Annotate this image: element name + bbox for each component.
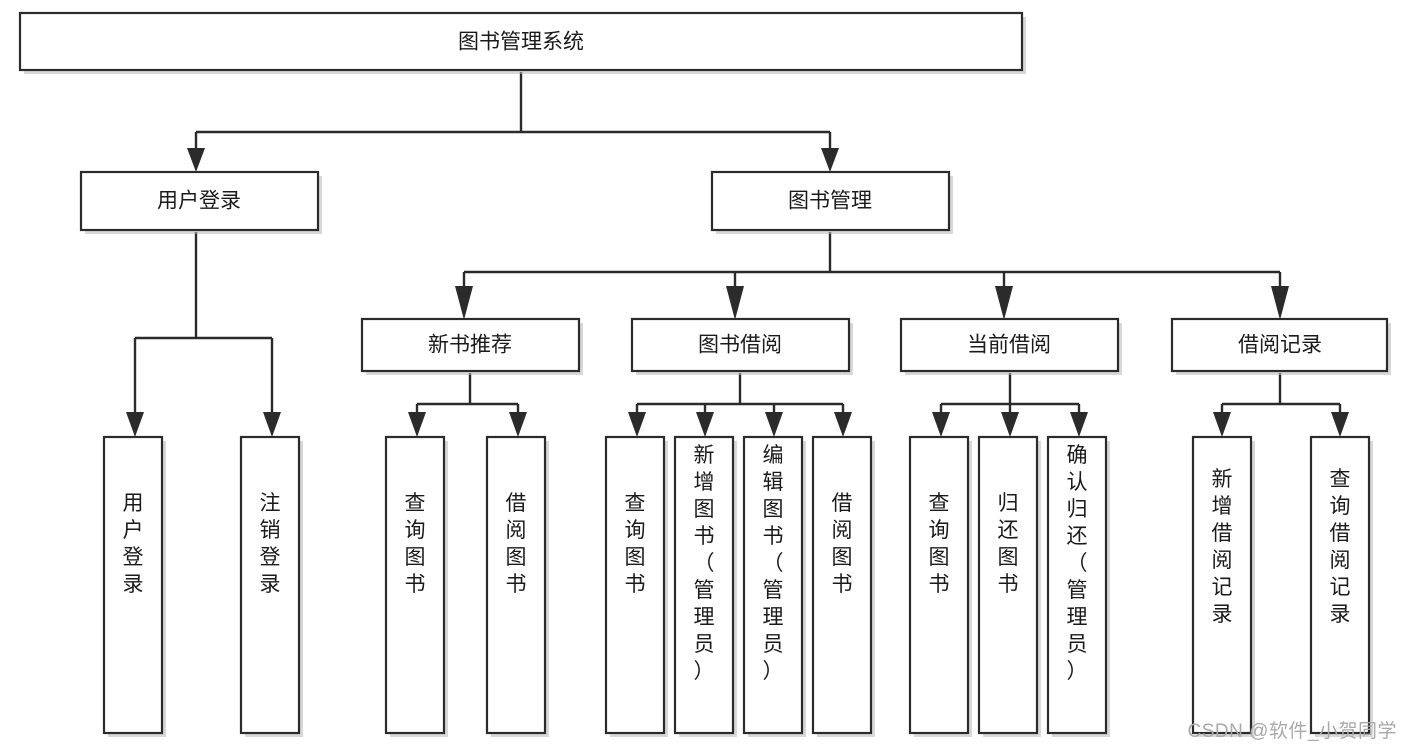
- leaf-borrow-book-borrow[interactable]: 借阅图书: [811, 435, 875, 737]
- arrow-leaf-query-book-a: [408, 412, 426, 437]
- leaf-query-borrow-record[interactable]: 查询借阅记录: [1309, 435, 1373, 737]
- arrow-leaf-edit-book: [765, 412, 783, 437]
- node-book-borrow[interactable]: 图书借阅: [630, 317, 853, 375]
- leaf-query-record-label: 查询借阅记录: [1330, 468, 1351, 626]
- root-label: 图书管理系统: [458, 31, 584, 54]
- leaf-qb-b-label: 查询图书: [625, 492, 646, 596]
- leaf-bb-b-label: 借阅图书: [832, 492, 853, 596]
- arrow-leaf-confirm-return: [1070, 412, 1088, 437]
- leaf-add-record-box: [1191, 435, 1253, 735]
- leaf-query-book-borrow[interactable]: 查询图书: [604, 435, 668, 737]
- leaf-return-book[interactable]: 归还图书: [977, 435, 1041, 737]
- borrow-record-box: [1170, 317, 1389, 373]
- node-user-login[interactable]: 用户登录: [79, 170, 322, 234]
- connector-layer: [126, 72, 1349, 437]
- arrow-leaf-borrow-book-a: [509, 412, 527, 437]
- arrow-to-book-manage: [821, 148, 839, 172]
- leaf-user-login-box: [102, 435, 164, 735]
- leaf-edit-book[interactable]: 编辑图书（管理员）: [742, 435, 806, 737]
- arrow-to-current-borrow: [995, 286, 1013, 320]
- leaf-logout-label: 注销登录: [260, 492, 281, 596]
- node-borrow-record[interactable]: 借阅记录: [1170, 317, 1391, 375]
- leaf-add-record-label: 新增借阅记录: [1212, 468, 1233, 626]
- leaf-bb-a-box: [485, 435, 547, 735]
- current-borrow-box: [899, 317, 1120, 373]
- root-box: [18, 11, 1024, 72]
- leaf-borrow-book-recommend[interactable]: 借阅图书: [485, 435, 549, 737]
- book-manage-label: 图书管理: [788, 190, 872, 213]
- leaf-user-login[interactable]: 用户登录: [102, 435, 166, 737]
- leaf-add-book-box: [673, 435, 735, 735]
- leaf-qb-a-label: 查询图书: [405, 492, 426, 596]
- arrow-leaf-return-book: [1001, 412, 1019, 437]
- leaf-query-record-box: [1309, 435, 1371, 735]
- leaf-bb-b-box: [811, 435, 873, 735]
- leaf-qb-c-box: [908, 435, 970, 735]
- node-new-book-recommend[interactable]: 新书推荐: [360, 317, 583, 375]
- leaf-add-borrow-record[interactable]: 新增借阅记录: [1191, 435, 1255, 737]
- leaf-edit-book-box: [742, 435, 804, 735]
- arrow-leaf-query-book-b: [628, 412, 646, 437]
- leaf-user-login-label: 用户登录: [123, 492, 144, 596]
- leaf-confirm-return-label: 确认归还（管理员）: [1067, 444, 1088, 683]
- arrow-leaf-add-book: [696, 412, 714, 437]
- leaf-edit-book-label: 编辑图书（管理员）: [763, 444, 784, 683]
- node-current-borrow[interactable]: 当前借阅: [899, 317, 1122, 375]
- book-manage-box: [710, 170, 951, 232]
- arrow-to-new-book: [455, 286, 473, 320]
- leaf-add-book[interactable]: 新增图书（管理员）: [673, 435, 737, 737]
- leaf-confirm-return[interactable]: 确认归还（管理员）: [1046, 435, 1110, 737]
- new-book-label: 新书推荐: [428, 334, 512, 357]
- node-root-system[interactable]: 图书管理系统: [18, 11, 1026, 74]
- book-borrow-box: [630, 317, 851, 373]
- leaf-qb-c-label: 查询图书: [929, 492, 950, 596]
- arrow-to-borrow-record: [1271, 286, 1289, 320]
- leaf-query-book-current[interactable]: 查询图书: [908, 435, 972, 737]
- arrow-leaf-query-book-c: [932, 412, 950, 437]
- arrow-leaf-user-login: [126, 412, 144, 437]
- leaf-return-book-label: 归还图书: [998, 492, 1019, 596]
- book-borrow-label: 图书借阅: [698, 334, 782, 357]
- leaf-add-book-label: 新增图书（管理员）: [694, 444, 715, 683]
- leaf-qb-a-box: [384, 435, 446, 735]
- leaf-logout[interactable]: 注销登录: [239, 435, 303, 737]
- borrow-record-label: 借阅记录: [1238, 334, 1322, 357]
- leaf-return-book-box: [977, 435, 1039, 735]
- leaf-qb-b-box: [604, 435, 666, 735]
- arrow-to-user-login: [187, 148, 205, 172]
- leaf-confirm-return-box: [1046, 435, 1108, 735]
- arrow-leaf-query-record: [1331, 412, 1349, 437]
- user-login-box: [79, 170, 320, 232]
- leaf-bb-a-label: 借阅图书: [506, 492, 527, 596]
- arrow-leaf-borrow-book-b: [834, 412, 852, 437]
- arrow-leaf-logout: [263, 412, 281, 437]
- current-borrow-label: 当前借阅: [967, 334, 1051, 357]
- new-book-box: [360, 317, 581, 373]
- node-book-manage[interactable]: 图书管理: [710, 170, 953, 234]
- leaf-logout-box: [239, 435, 301, 735]
- leaf-query-book-recommend[interactable]: 查询图书: [384, 435, 448, 737]
- user-login-label: 用户登录: [157, 190, 241, 213]
- arrow-to-borrow: [726, 286, 744, 320]
- arrow-leaf-add-record: [1213, 412, 1231, 437]
